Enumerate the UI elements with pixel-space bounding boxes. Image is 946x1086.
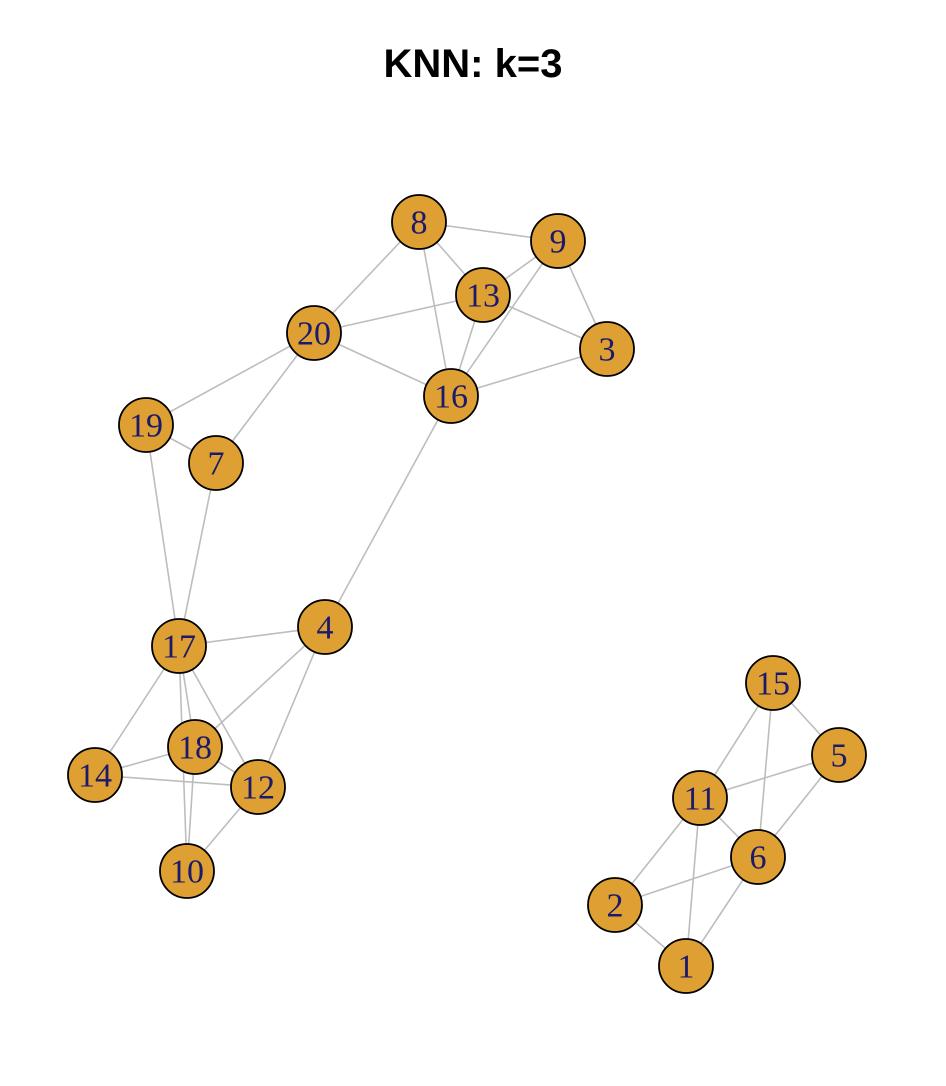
node-15: 15	[745, 655, 801, 711]
node-label: 9	[550, 224, 567, 261]
node-label: 4	[317, 610, 334, 647]
edge-7-17	[178, 462, 217, 647]
node-label: 8	[411, 205, 428, 242]
node-circle	[286, 305, 342, 361]
node-8: 8	[391, 194, 447, 250]
edge-13-20	[313, 294, 484, 334]
node-label: 5	[831, 738, 848, 775]
node-19: 19	[118, 397, 174, 453]
node-7: 7	[188, 435, 244, 491]
node-circle	[297, 599, 353, 655]
node-label: 17	[162, 629, 196, 666]
edge-4-12	[257, 626, 326, 788]
node-label: 19	[129, 408, 163, 445]
edge-20-19	[145, 332, 315, 426]
node-circle	[730, 829, 786, 885]
node-label: 14	[78, 758, 112, 795]
node-16: 16	[423, 368, 479, 424]
node-label: 1	[678, 949, 695, 986]
node-10: 10	[159, 843, 215, 899]
node-3: 3	[579, 321, 635, 377]
node-circle	[118, 397, 174, 453]
node-label: 16	[434, 379, 468, 416]
node-circle	[672, 770, 728, 826]
node-circle	[423, 368, 479, 424]
node-12: 12	[230, 759, 286, 815]
edge-19-17	[145, 424, 180, 647]
edge-8-16	[418, 221, 452, 397]
node-label: 10	[170, 854, 204, 891]
node-circle	[455, 267, 511, 323]
node-label: 6	[750, 840, 767, 877]
node-label: 11	[684, 781, 717, 818]
node-2: 2	[587, 877, 643, 933]
node-circle	[188, 435, 244, 491]
edge-4-18	[194, 626, 326, 748]
node-13: 13	[455, 267, 511, 323]
node-label: 7	[208, 446, 225, 483]
node-circle	[587, 877, 643, 933]
node-label: 20	[297, 316, 331, 353]
edge-15-6	[757, 682, 774, 858]
node-6: 6	[730, 829, 786, 885]
node-circle	[658, 938, 714, 994]
node-17: 17	[151, 618, 207, 674]
node-circle	[530, 213, 586, 269]
node-circle	[167, 719, 223, 775]
node-label: 3	[599, 332, 616, 369]
node-9: 9	[530, 213, 586, 269]
node-circle	[159, 843, 215, 899]
node-circle	[745, 655, 801, 711]
node-11: 11	[672, 770, 728, 826]
edge-11-1	[685, 797, 701, 967]
edge-16-4	[324, 395, 452, 628]
node-circle	[67, 747, 123, 803]
node-label: 15	[756, 666, 790, 703]
node-circle	[151, 618, 207, 674]
node-5: 5	[811, 727, 867, 783]
node-4: 4	[297, 599, 353, 655]
node-circle	[391, 194, 447, 250]
node-label: 18	[178, 730, 212, 767]
node-label: 13	[466, 278, 500, 315]
node-1: 1	[658, 938, 714, 994]
chart-title: KNN: k=3	[383, 42, 563, 86]
node-label: 2	[607, 888, 624, 925]
edge-9-16	[450, 240, 559, 397]
node-18: 18	[167, 719, 223, 775]
node-label: 12	[241, 770, 275, 807]
node-circle	[811, 727, 867, 783]
node-14: 14	[67, 747, 123, 803]
node-circle	[579, 321, 635, 377]
node-circle	[230, 759, 286, 815]
node-20: 20	[286, 305, 342, 361]
